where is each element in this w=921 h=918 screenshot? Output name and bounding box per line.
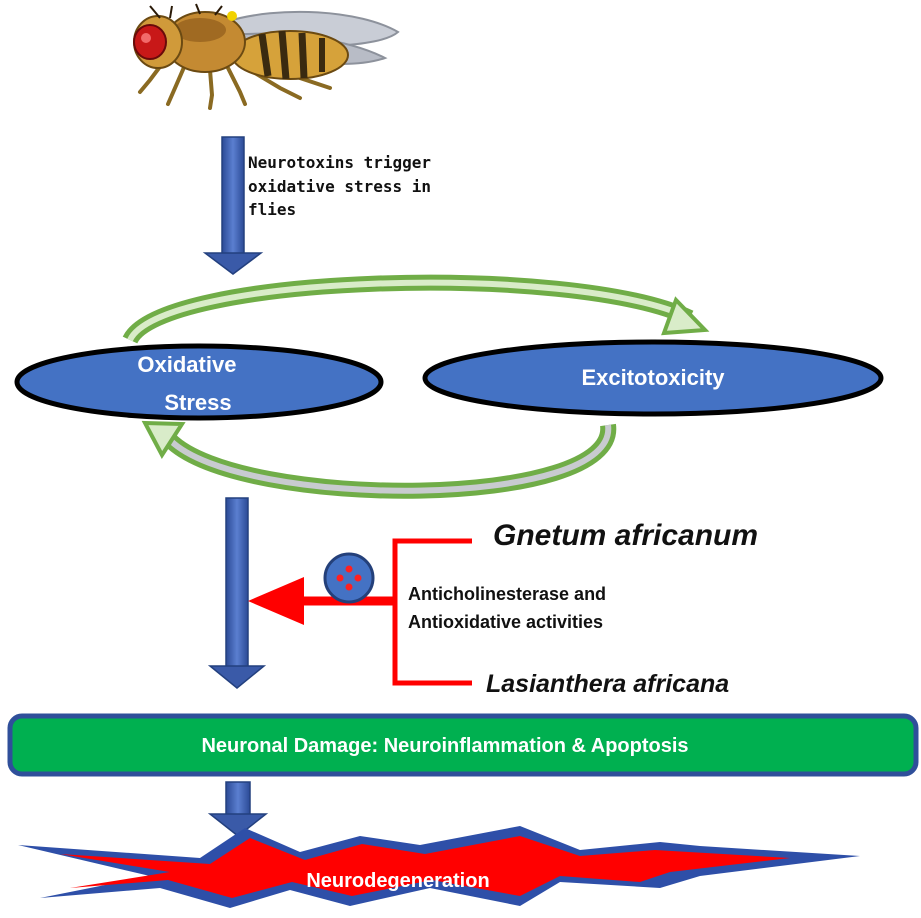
activity-line-2: Antioxidative activities [408,612,603,632]
trigger-line-1: Neurotoxins trigger [248,153,431,172]
excitotoxicity-node: Excitotoxicity [422,339,884,417]
trigger-label: Neurotoxins trigger oxidative stress in … [248,153,441,219]
downward-arrow-2 [207,497,267,689]
neurodegeneration-label: Neurodegeneration [306,870,489,892]
downward-arrow-1 [202,136,264,275]
plant-2-name: Lasianthera africana [486,670,729,698]
activity-label: Anticholinesterase and Antioxidative act… [408,584,611,632]
trigger-line-2: oxidative stress in [248,177,431,196]
downward-arrow-3 [207,781,269,837]
excitotoxicity-label: Excitotoxicity [581,365,725,390]
plant-1-name: Gnetum africanum [493,519,758,552]
neuronal-damage-label: Neuronal Damage: Neuroinflammation & Apo… [201,735,688,757]
trigger-line-3: flies [248,200,296,219]
activity-line-1: Anticholinesterase and [408,584,606,604]
fruit-fly-icon [133,3,400,110]
oxidative-stress-line-2: Stress [164,390,231,415]
cycle-arrow-bottom [141,420,617,499]
neuronal-damage-box: Neuronal Damage: Neuroinflammation & Apo… [7,713,919,777]
svg-text:Oxidative Stress: Oxidative Stress [137,352,242,415]
oxidative-stress-node: Oxidative Stress [14,343,384,421]
inhibitor-molecule-icon [323,552,375,604]
cycle-arrow-top [122,274,710,345]
oxidative-stress-line-1: Oxidative [137,352,236,377]
neurodegeneration-burst: Neurodegeneration [18,826,860,908]
